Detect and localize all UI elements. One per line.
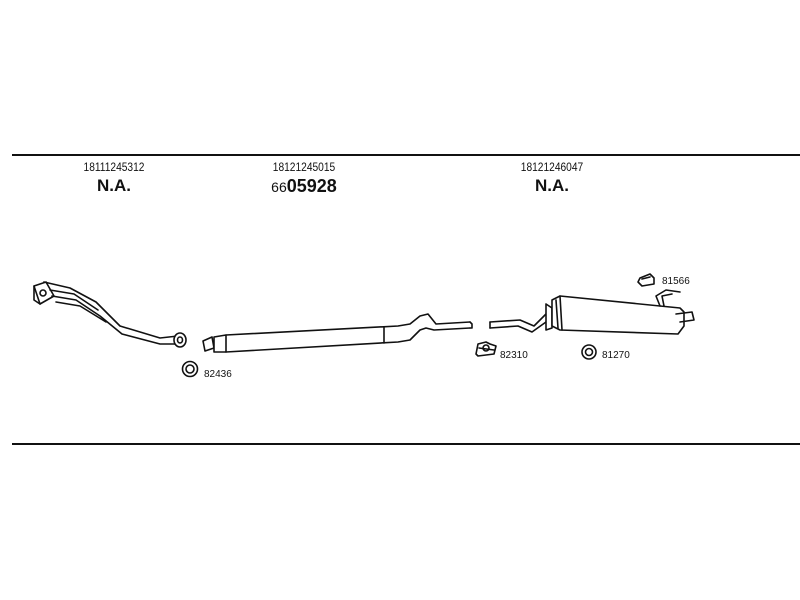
ring-clamp-82436 xyxy=(181,360,199,378)
section-middle-pipe: 18121245015 6605928 xyxy=(252,160,356,197)
ring-clamp-81270 xyxy=(581,344,597,360)
part-number: 18121246047 xyxy=(520,160,584,174)
section-code: N.A. xyxy=(97,176,131,195)
middle-pipe xyxy=(202,313,473,353)
section-rear-muffler: 18121246047 N.A. xyxy=(496,160,608,196)
section-code-main: 05928 xyxy=(286,176,337,196)
section-code-prefix: 66 xyxy=(271,179,287,195)
part-number: 18111245312 xyxy=(83,160,145,174)
u-clamp-82310 xyxy=(475,341,497,357)
callout-81566: 81566 xyxy=(662,276,690,287)
top-divider-line xyxy=(12,154,800,156)
callout-82310: 82310 xyxy=(500,350,528,361)
callout-82436: 82436 xyxy=(204,369,232,380)
rubber-mount-81566 xyxy=(637,273,655,287)
part-number: 18121245015 xyxy=(272,160,336,174)
bottom-divider-line xyxy=(12,443,800,445)
front-pipe xyxy=(33,281,187,348)
section-code: 6605928 xyxy=(252,176,356,197)
callout-81270: 81270 xyxy=(602,350,630,361)
section-code: N.A. xyxy=(535,176,569,195)
rear-muffler xyxy=(489,289,695,335)
section-front-pipe: 18111245312 N.A. xyxy=(62,160,166,196)
